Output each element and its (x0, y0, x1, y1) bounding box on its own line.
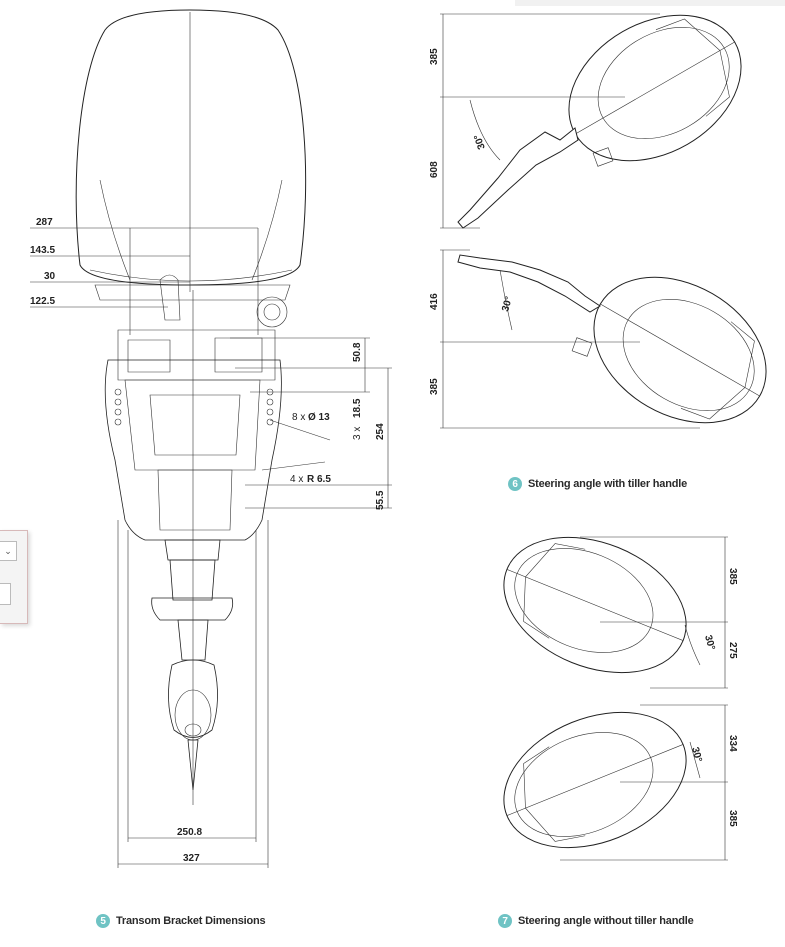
fig7-upper-diagram (503, 536, 728, 689)
fig6-upper-diagram (440, 13, 742, 229)
fig6-lower-angle: 30° (500, 295, 515, 312)
fig7-caption: 7 Steering angle without tiller handle (498, 914, 694, 928)
fig6-upper-dim-a: 385 (429, 48, 440, 65)
fig5-dimension-labels: 287 143.5 30 122.5 50.8 254 55.5 3 x 18.… (30, 217, 386, 864)
fig7-lower-dim-b: 385 (727, 810, 738, 827)
radius-value: R 6.5 (307, 474, 331, 485)
dim-287: 287 (36, 217, 53, 228)
mounting-holes-left (114, 388, 122, 426)
fig7-lower-angle: 30° (689, 746, 704, 763)
fig6-upper-dim-b: 608 (429, 161, 440, 178)
fig6-lower-dim-a: 416 (429, 293, 440, 310)
holes-prefix: 8 x (292, 412, 305, 423)
dim-55-5: 55.5 (375, 490, 386, 510)
background-window-edge (515, 0, 785, 6)
dim-327: 327 (183, 853, 200, 864)
outboard-front-view (75, 9, 307, 805)
fig5-caption: 5 Transom Bracket Dimensions (96, 914, 266, 928)
background-button[interactable] (0, 583, 11, 605)
radius-prefix: 4 x (290, 474, 303, 485)
fig6-upper-labels: 385 608 30° (429, 48, 488, 178)
fig7-upper-dim-a: 385 (727, 568, 738, 585)
dim-50-8: 50.8 (352, 342, 363, 362)
fig6-lower-dim-b: 385 (429, 378, 440, 395)
fig7-lower-dim-a: 334 (727, 735, 738, 752)
dim-30: 30 (44, 271, 56, 282)
fig7-caption-text: Steering angle without tiller handle (518, 915, 694, 927)
fig5-badge: 5 (96, 914, 110, 928)
spacing-value: 18.5 (352, 398, 363, 418)
fig6-upper-angle: 30° (472, 133, 488, 151)
fig7-lower-diagram (503, 704, 728, 861)
fig7-upper-angle: 30° (702, 634, 717, 651)
fig7-upper-dim-b: 275 (727, 642, 738, 659)
dim-122-5: 122.5 (30, 296, 55, 307)
fig6-caption-text: Steering angle with tiller handle (528, 478, 688, 490)
fig7-lower-labels: 334 385 30° (689, 735, 738, 827)
spacing-prefix: 3 x (352, 427, 363, 440)
fig6-badge: 6 (508, 477, 522, 491)
fig6-lower-diagram (440, 249, 767, 429)
dim-250-8: 250.8 (177, 827, 202, 838)
fig5-caption-text: Transom Bracket Dimensions (116, 915, 266, 927)
fig5-dimension-lines (30, 227, 392, 868)
dim-254: 254 (375, 423, 386, 440)
background-window: ⌄ (0, 530, 28, 624)
mounting-holes-right (266, 388, 274, 426)
background-select[interactable]: ⌄ (0, 541, 17, 561)
dim-143-5: 143.5 (30, 245, 55, 256)
fig7-badge: 7 (498, 914, 512, 928)
fig7-upper-labels: 385 275 30° (702, 568, 738, 659)
fig6-caption: 6 Steering angle with tiller handle (508, 477, 687, 491)
holes-value: Ø 13 (308, 412, 330, 423)
fig6-lower-labels: 416 385 30° (429, 293, 515, 395)
